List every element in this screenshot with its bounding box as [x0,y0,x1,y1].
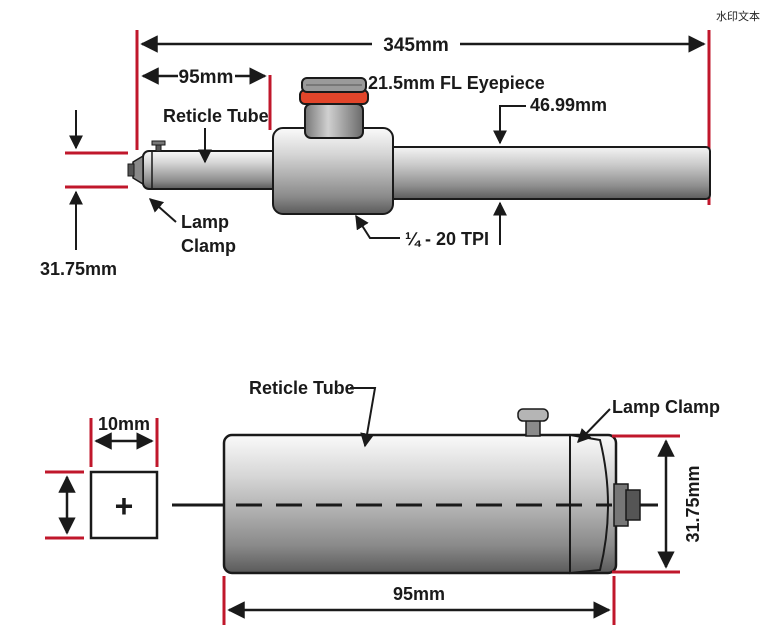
eyepiece-barrel [304,103,364,139]
reticle-length-label: 95mm [179,67,234,88]
top-view: 345mm 95mm 21.5mm FL Eyepiece Reticle Tu… [40,30,711,279]
lamp-clamp-label-bottom: Lamp Clamp [612,397,720,417]
bottom-view: + 10mm Reticle Tube Lamp Clamp [45,378,720,625]
eyepiece-label: 21.5mm FL Eyepiece [368,73,545,93]
lamp-clamp-label-line1: Lamp [181,212,229,232]
bottom-clamp-knob-stem [525,419,541,437]
lamp-clamp-label-line2: Clamp [181,236,236,256]
bottom-tube-end-taper [569,433,609,575]
eyepiece-housing-block [272,127,394,215]
bottom-lamp-connector-nut [625,489,641,521]
watermark-text: 水印文本 [716,10,760,23]
reticle-tube-label-bottom: Reticle Tube [249,378,355,398]
reticle-size-label: 10mm [98,414,150,434]
lamp-clamp-pointer [148,198,177,223]
lamp-socket [127,163,135,177]
tube-diameter-label: 46.99mm [530,95,607,115]
reticle-tube-body [142,150,284,190]
lamp-clamp-knob-cap [151,140,166,146]
thread-label: ¼ - 20 TPI [405,229,489,249]
lamp-clamp-pointer-bottom [577,408,611,444]
diameter-label: 31.75mm [683,465,703,542]
length-label: 95mm [393,584,445,604]
reticle-tube-pointer-bottom [350,387,377,448]
reticle-tube-label-top: Reticle Tube [163,106,269,126]
lamp-end-cap [132,154,144,186]
thread-pointer [355,214,400,239]
tube-diameter-pointer-top [493,105,526,145]
bottom-clamp-knob-cap [517,408,549,422]
overall-length-label: 345mm [383,35,449,56]
reticle-square [89,470,159,540]
main-tube [379,146,711,200]
reticle-diameter-label: 31.75mm [40,259,117,279]
reticle-crosshair: + [115,488,134,524]
